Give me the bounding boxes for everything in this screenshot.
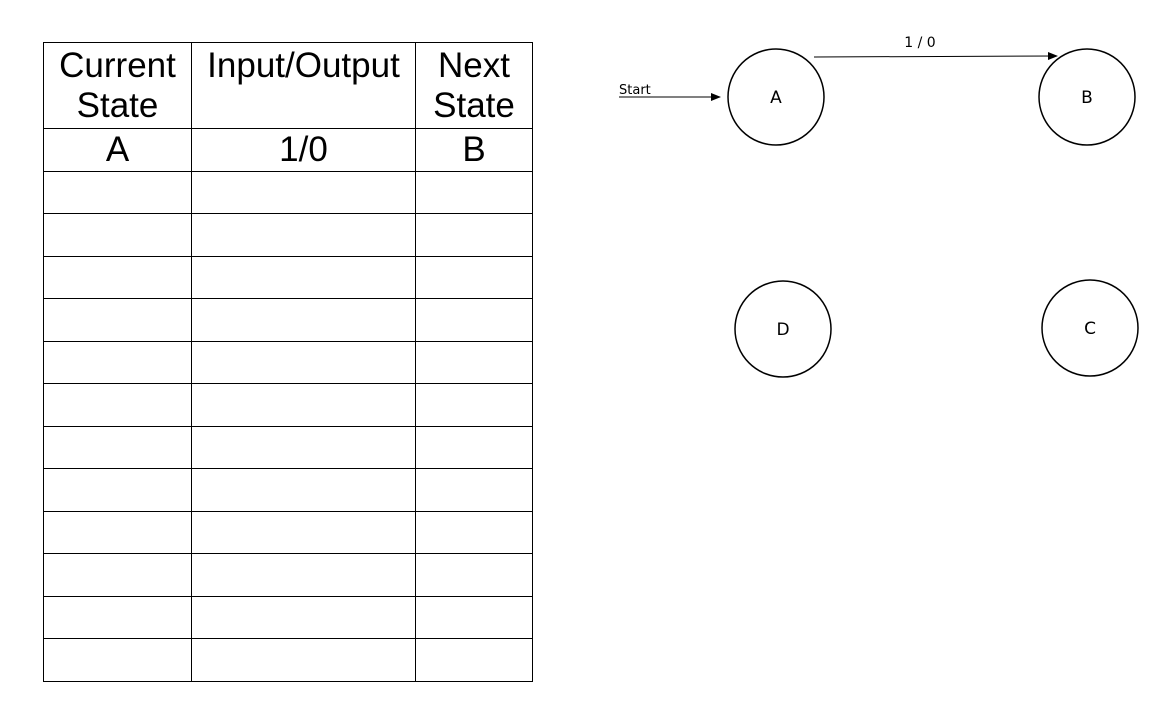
current-state-cell <box>43 383 192 427</box>
state-a-circle <box>727 48 825 146</box>
header-current-state: Current State <box>43 42 192 129</box>
next-state-cell <box>415 638 533 682</box>
table-row <box>43 170 533 214</box>
state-a: A <box>727 48 825 146</box>
next-state-cell <box>415 298 533 342</box>
next-state-cell: B <box>415 128 533 172</box>
state-d-label: D <box>776 320 789 340</box>
input-output-cell <box>191 213 416 257</box>
table-row <box>43 383 533 427</box>
input-output-cell: 1/0 <box>191 128 416 172</box>
input-output-cell <box>191 510 416 554</box>
state-c-circle <box>1041 279 1139 377</box>
header-input-output: Input/Output <box>191 42 416 129</box>
current-state-cell <box>43 510 192 554</box>
next-state-cell <box>415 213 533 257</box>
state-d-circle <box>734 280 832 378</box>
state-c-label: C <box>1084 319 1096 339</box>
next-state-cell <box>415 170 533 214</box>
table-row <box>43 213 533 257</box>
input-output-cell <box>191 255 416 299</box>
table-row <box>43 298 533 342</box>
current-state-cell <box>43 298 192 342</box>
state-d: D <box>734 280 832 378</box>
table-header-row: Current State Input/Output Next State <box>43 42 533 129</box>
start-arrow: Start <box>619 83 721 101</box>
header-next-state-line2: State <box>433 85 515 125</box>
input-output-cell <box>191 298 416 342</box>
state-b-circle <box>1038 48 1136 146</box>
table-row <box>43 340 533 384</box>
input-output-cell <box>191 425 416 469</box>
table-row <box>43 638 533 682</box>
start-label: Start <box>619 83 651 98</box>
current-state-cell <box>43 255 192 299</box>
transition-a-to-b-label: 1 / 0 <box>904 35 935 51</box>
state-c: C <box>1041 279 1139 377</box>
state-a-label: A <box>770 88 782 108</box>
state-b: B <box>1038 48 1136 146</box>
next-state-cell <box>415 383 533 427</box>
header-input-output-line1: Input/Output <box>207 46 400 85</box>
transition-a-to-b: 1 / 0 <box>813 35 1058 61</box>
header-next-state-line1: Next <box>438 45 510 85</box>
current-state-cell <box>43 468 192 512</box>
table-row <box>43 425 533 469</box>
current-state-cell <box>43 553 192 597</box>
current-state-cell <box>43 425 192 469</box>
table-row <box>43 255 533 299</box>
next-state-cell <box>415 510 533 554</box>
next-state-cell <box>415 553 533 597</box>
state-b-label: B <box>1081 88 1093 108</box>
next-state-cell <box>415 595 533 639</box>
input-output-cell <box>191 638 416 682</box>
header-current-state-line1: Current <box>59 45 176 85</box>
input-output-cell <box>191 383 416 427</box>
header-next-state: Next State <box>415 42 533 129</box>
table-row <box>43 595 533 639</box>
table-row <box>43 510 533 554</box>
input-output-cell <box>191 170 416 214</box>
header-current-state-line2: State <box>76 85 159 125</box>
transition-a-to-b-arrow <box>813 52 1058 61</box>
table-row <box>43 553 533 597</box>
